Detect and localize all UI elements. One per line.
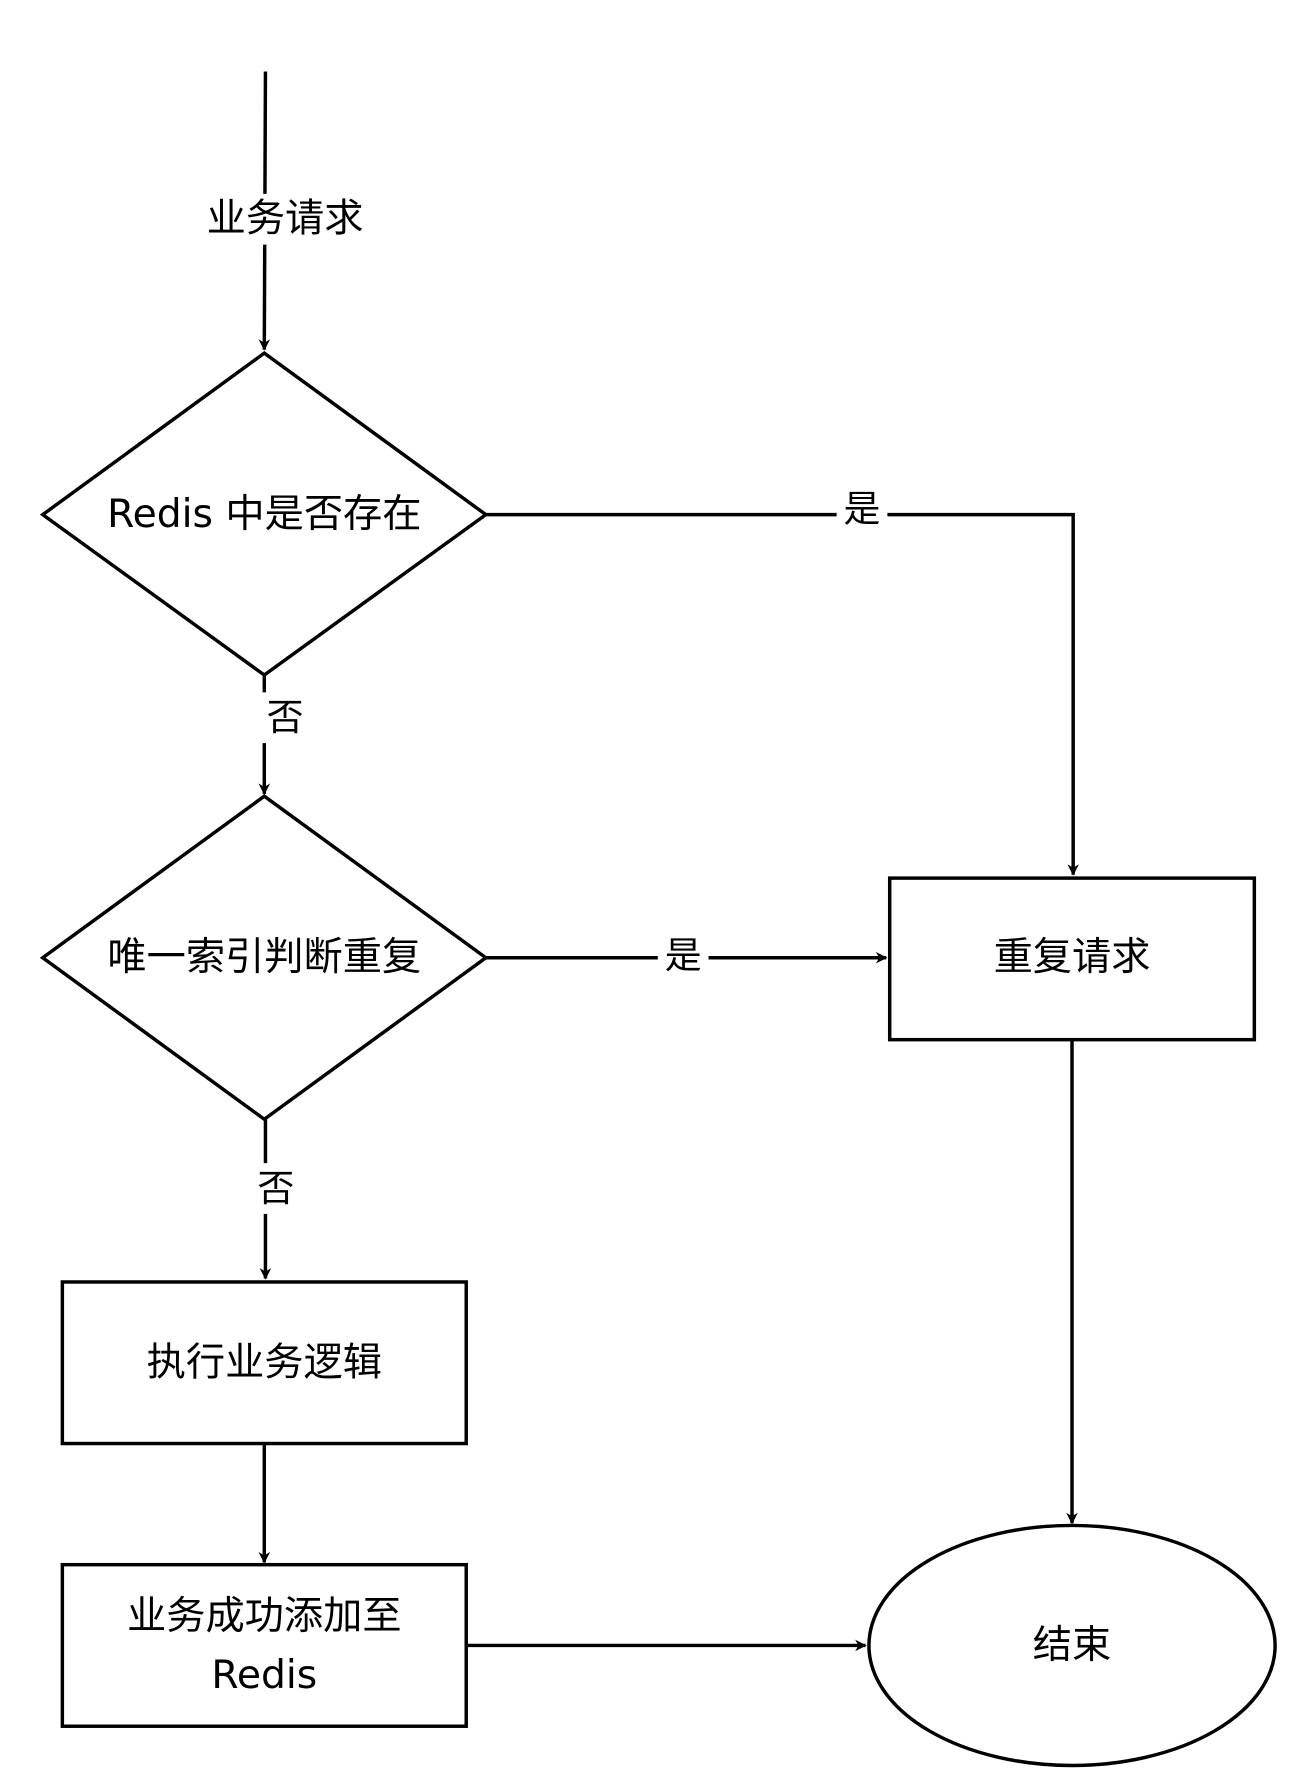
terminal-end: [867, 1523, 1277, 1768]
edge-redis-yes: [485, 512, 1079, 876]
label-redis-no: 否: [267, 696, 304, 739]
node-end-text: 结束: [1033, 1623, 1111, 1668]
process-execute: [60, 1280, 468, 1446]
node-unique-index-text: 唯一索引判断重复: [107, 935, 421, 980]
decision-unique-index: [39, 794, 489, 1122]
label-index-no: 否: [257, 1167, 294, 1210]
label-start: 业务请求: [207, 197, 364, 242]
node-add-redis-text-2: Redis: [211, 1653, 317, 1698]
node-duplicate-text: 重复请求: [994, 935, 1151, 980]
decision-redis: [39, 350, 489, 678]
node-add-redis-text-1: 业务成功添加至: [127, 1594, 402, 1639]
node-execute-text: 执行业务逻辑: [147, 1340, 382, 1385]
process-duplicate: [887, 876, 1257, 1042]
node-redis-text: Redis 中是否存在: [107, 492, 421, 537]
label-index-yes: 是: [665, 934, 702, 977]
label-redis-yes: 是: [844, 487, 881, 530]
process-add-redis: [60, 1562, 468, 1728]
